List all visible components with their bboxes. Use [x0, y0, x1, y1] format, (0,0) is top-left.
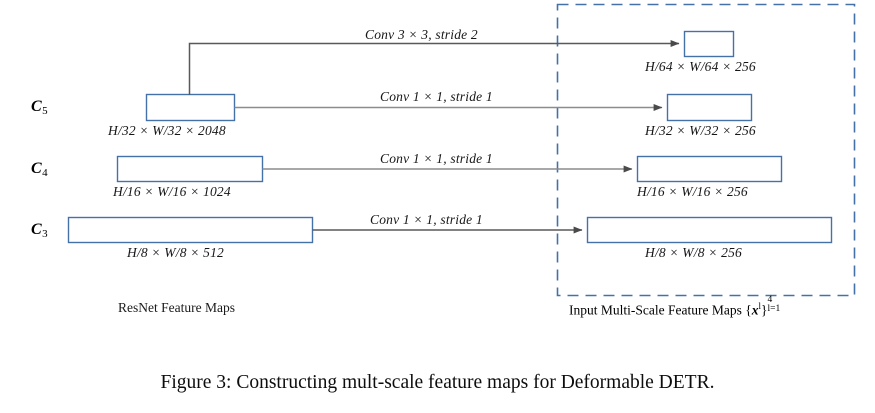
c4-box	[116, 155, 264, 183]
left-group-caption: ResNet Feature Maps	[118, 300, 235, 315]
p4-box	[636, 155, 783, 183]
set-upper-limit: 4	[767, 294, 773, 305]
set-brace-close: }	[760, 302, 768, 318]
stage-label-c4: C4	[31, 161, 48, 179]
op-conv3x3-s2-label: Conv 3 × 3, stride 2	[365, 27, 478, 42]
p3-box-dim-label: H/8 × W/8 × 256	[645, 245, 742, 260]
op-conv1x1-s1-c4-label: Conv 1 × 1, stride 1	[380, 151, 493, 166]
p5-box	[666, 93, 753, 122]
p6-box-dim-label: H/64 × W/64 × 256	[645, 59, 756, 74]
c5-box-dim-label: H/32 × W/32 × 2048	[108, 123, 226, 138]
arrow-c5-to-p6	[188, 40, 680, 95]
op-conv1x1-s1-c3-label: Conv 1 × 1, stride 1	[370, 212, 483, 227]
stage-label-c4-index: 4	[42, 167, 48, 179]
p4-box-dim-label: H/16 × W/16 × 256	[637, 184, 748, 199]
c5-box	[145, 93, 236, 122]
set-lower-limit: l=1	[767, 303, 781, 314]
p6-box	[683, 30, 735, 58]
multi-scale-group-dashed-box	[556, 3, 856, 297]
p5-box-dim-label: H/32 × W/32 × 256	[645, 123, 756, 138]
stage-label-c4-letter: C	[31, 160, 42, 177]
figure-caption: Figure 3: Constructing mult-scale featur…	[160, 372, 715, 393]
op-conv1x1-s1-c5-label: Conv 1 × 1, stride 1	[380, 89, 493, 104]
set-brace-open: {	[745, 302, 752, 318]
set-variable-superscript: l	[758, 301, 761, 311]
stage-label-c3-letter: C	[31, 221, 42, 238]
set-variable-x: x	[751, 302, 759, 318]
c3-box	[67, 216, 314, 244]
stage-label-c5: C5	[31, 99, 48, 117]
c4-box-dim-label: H/16 × W/16 × 1024	[113, 184, 231, 199]
right-group-caption-text: Input Multi-Scale Feature Maps	[569, 302, 742, 318]
stage-label-c5-index: 5	[42, 105, 48, 117]
stage-label-c3-index: 3	[42, 228, 48, 240]
p3-box	[586, 216, 833, 244]
stage-label-c3: C3	[31, 222, 48, 240]
stage-label-c5-letter: C	[31, 98, 42, 115]
c3-box-dim-label: H/8 × W/8 × 512	[127, 245, 224, 260]
